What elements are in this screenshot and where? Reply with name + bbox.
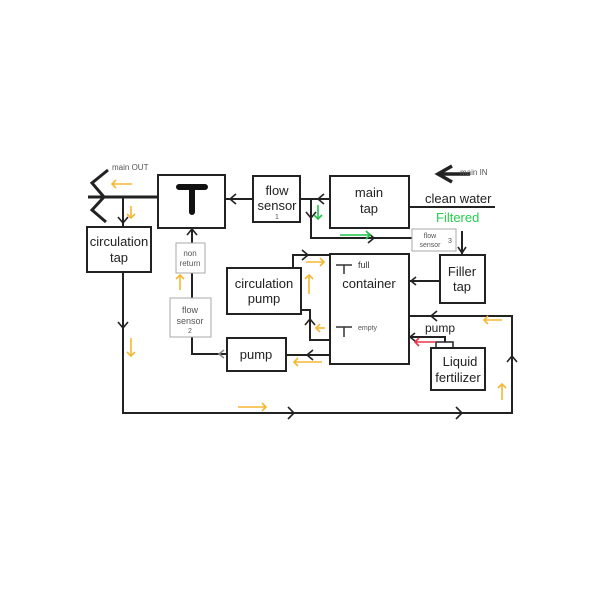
t-junction — [157, 174, 226, 229]
labels-flow_sensor_1-1-text: sensor — [257, 198, 297, 213]
labels-non_return-1-text: return — [180, 259, 201, 268]
pump: pump — [226, 337, 287, 372]
labels-full-text: full — [358, 260, 370, 270]
labels-filler_tap-0-text: Filler — [448, 264, 477, 279]
circulation-pump: circulation pump — [226, 267, 302, 315]
main-out-label: main OUT — [112, 163, 149, 172]
labels-flow_sensor_3-1-text: sensor — [419, 242, 441, 249]
labels-flow_sensor_1-2-text: 1 — [275, 214, 279, 221]
labels-main_tap-1-text: tap — [360, 201, 378, 216]
labels-container-text: container — [342, 276, 396, 291]
labels-flow_sensor_2-1-text: sensor — [176, 316, 203, 326]
fertilizer-pump-label: pump — [425, 321, 455, 335]
liquid-fertilizer: Liquid fertilizer — [430, 347, 486, 391]
labels-circulation_tap-1-text: tap — [110, 250, 128, 265]
labels-pump-text: pump — [240, 347, 273, 362]
circulation-tap: circulation tap — [86, 226, 152, 273]
filtered-label: Filtered — [436, 210, 479, 225]
labels-empty-text: empty — [358, 325, 378, 332]
t-icon — [176, 184, 208, 215]
flow-sensor-3: flow sensor 3 — [411, 228, 457, 252]
flow-sensor-1: flow sensor 1 — [252, 175, 301, 223]
main-in-label: main IN — [460, 168, 488, 177]
labels-flow_sensor_3-0-text: flow — [424, 233, 437, 240]
level-sensor-icons — [336, 264, 352, 337]
labels-liquid_fertilizer-0-text: Liquid — [443, 354, 478, 369]
labels-flow_sensor_1-0-text: flow — [265, 183, 289, 198]
labels-main_tap-0-text: main — [355, 185, 383, 200]
main-tap: main tap — [329, 175, 410, 229]
labels-circulation_pump-1-text: pump — [248, 291, 281, 306]
labels-non_return-0-text: non — [183, 249, 196, 258]
labels-flow_sensor_2-2-text: 2 — [188, 328, 192, 335]
clean-water-label: clean water — [425, 191, 492, 206]
labels-flow_sensor_2-0-text: flow — [182, 305, 199, 315]
labels-flow_sensor_3-2-text: 3 — [448, 238, 452, 245]
flow-sensor-2: flow sensor 2 — [169, 297, 212, 338]
container: container full empty — [329, 253, 410, 365]
labels-circulation_tap-0-text: circulation — [90, 234, 149, 249]
non-return-valve: non return — [175, 242, 206, 274]
labels-liquid_fertilizer-1-text: fertilizer — [435, 370, 481, 385]
filler-tap: Filler tap — [439, 254, 486, 304]
labels-circulation_pump-0-text: circulation — [235, 276, 294, 291]
labels-filler_tap-1-text: tap — [453, 279, 471, 294]
